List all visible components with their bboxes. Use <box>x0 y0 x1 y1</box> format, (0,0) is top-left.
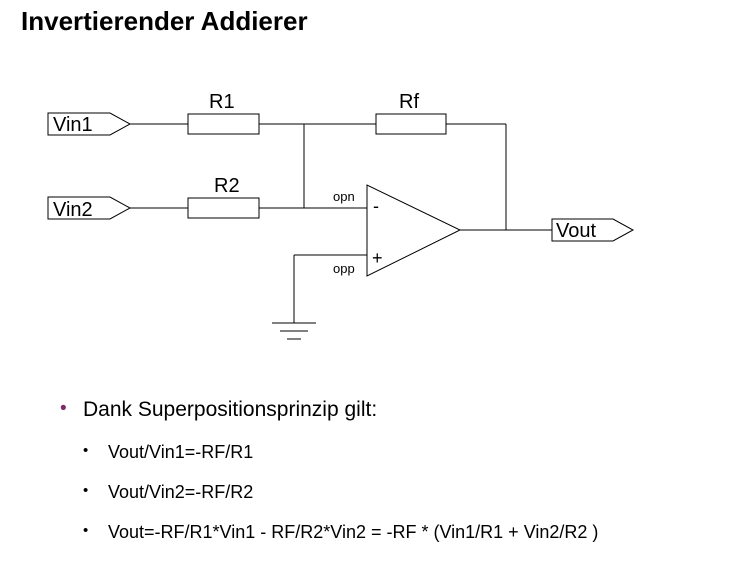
resistor-r2 <box>187 197 260 219</box>
bullet-dot: • <box>83 442 89 459</box>
circuit-schematic: Vin1 Vin2 Vout R1 R2 Rf opn opp - + <box>47 91 635 340</box>
vout-port <box>551 218 635 242</box>
vin1-label: Vin1 <box>53 114 93 136</box>
r2-label: R2 <box>214 175 240 197</box>
opamp-triangle <box>366 184 462 277</box>
bullet-sub-text: Vout/Vin1=-RF/R1 <box>108 442 254 462</box>
bullet-list: • Dank Superpositionsprinzip gilt: • Vou… <box>60 398 720 548</box>
minus-sign: - <box>373 196 379 216</box>
r1-label: R1 <box>209 91 235 113</box>
bullet-dot: • <box>83 522 89 539</box>
bullet-main: • Dank Superpositionsprinzip gilt: <box>60 398 720 428</box>
opp-label: opp <box>333 261 355 276</box>
opn-label: opn <box>333 189 355 204</box>
rf-label: Rf <box>399 91 419 113</box>
bullet-sub-text: Vout=-RF/R1*Vin1 - RF/R2*Vin2 = -RF * (V… <box>108 522 599 542</box>
bullet-sub-text: Vout/Vin2=-RF/R2 <box>108 482 254 502</box>
bullet-main-text: Dank Superpositionsprinzip gilt: <box>83 398 378 421</box>
bullet-sub-2: • Vout/Vin2=-RF/R2 <box>60 482 720 508</box>
vin1-port <box>47 112 132 136</box>
page-title: Invertierender Addierer <box>21 6 308 36</box>
vin2-label: Vin2 <box>53 199 93 221</box>
bullet-sub-3: • Vout=-RF/R1*Vin1 - RF/R2*Vin2 = -RF * … <box>60 522 720 548</box>
bullet-sub-1: • Vout/Vin1=-RF/R1 <box>60 442 720 468</box>
vout-label: Vout <box>556 220 596 242</box>
vin2-port <box>47 196 132 220</box>
plus-sign: + <box>372 248 383 268</box>
resistor-r1 <box>187 113 260 135</box>
resistor-rf <box>375 113 447 135</box>
bullet-dot: • <box>83 482 89 499</box>
bullet-dot: • <box>60 398 67 419</box>
